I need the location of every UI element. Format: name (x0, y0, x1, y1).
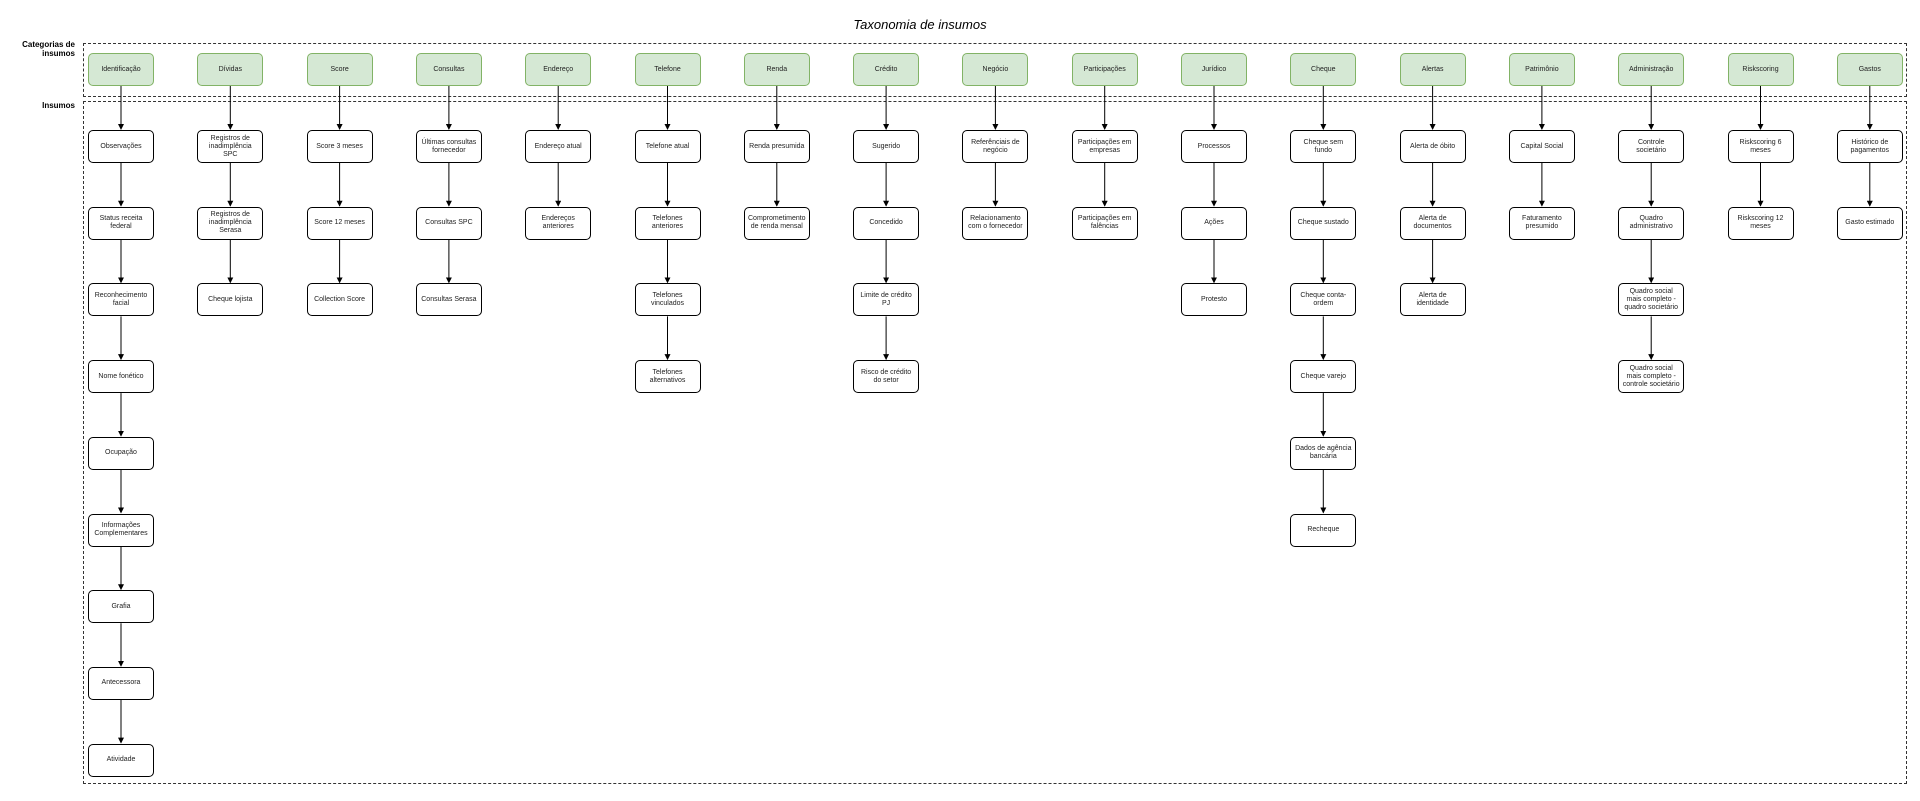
input-score-2: Collection Score (306, 283, 373, 317)
input-participacoes-0: Participações em empresas (1071, 130, 1138, 163)
category-cheque: Cheque (1290, 53, 1357, 86)
input-riskscoring-0: Riskscoring 6 meses (1727, 130, 1794, 163)
category-negocio: Negócio (962, 53, 1029, 86)
input-score-1: Score 12 meses (306, 206, 373, 240)
inputs-row-label: Insumos (42, 101, 75, 110)
input-negocio-1: Relacionamento com o fornecedor (962, 206, 1029, 240)
input-dividas-2: Cheque lojista (197, 283, 264, 317)
input-alertas-0: Alerta de óbito (1399, 130, 1466, 163)
input-cheque-0: Cheque sem fundo (1290, 130, 1357, 163)
categories-row-label: Categorias de insumos (22, 40, 75, 58)
input-telefone-2: Telefones vinculados (634, 283, 701, 317)
input-alertas-2: Alerta de identidade (1399, 283, 1466, 317)
input-administracao-1: Quadro administrativo (1618, 206, 1685, 240)
category-juridico: Jurídico (1181, 53, 1247, 86)
category-credito: Crédito (853, 53, 920, 86)
category-participacoes: Participações (1071, 53, 1138, 86)
input-telefone-3: Telefones alternativos (634, 360, 701, 394)
category-patrimonio: Patrimônio (1508, 53, 1575, 86)
input-participacoes-1: Participações em falências (1071, 206, 1138, 240)
category-identificacao: Identificação (88, 53, 154, 86)
input-identificacao-2: Reconhecimento facial (88, 283, 154, 317)
input-identificacao-8: Atividade (88, 743, 154, 777)
input-alertas-1: Alerta de documentos (1399, 206, 1466, 240)
input-gastos-0: Histórico de pagamentos (1836, 130, 1903, 163)
input-consultas-1: Consultas SPC (415, 206, 482, 240)
input-endereco-0: Endereço atual (525, 130, 592, 163)
input-telefone-1: Telefones anteriores (634, 206, 701, 240)
input-administracao-0: Controle societário (1618, 130, 1685, 163)
input-administracao-3: Quadro social mais completo - controle s… (1618, 360, 1685, 394)
input-dividas-1: Registros de inadimplência Serasa (197, 206, 264, 240)
input-credito-2: Limite de crédito PJ (853, 283, 920, 317)
input-identificacao-1: Status receita federal (88, 206, 154, 240)
input-cheque-5: Recheque (1290, 513, 1357, 547)
category-alertas: Alertas (1399, 53, 1466, 86)
input-credito-3: Risco de crédito do setor (853, 360, 920, 394)
input-gastos-1: Gasto estimado (1836, 206, 1903, 240)
diagram-title: Taxonomia de insumos (853, 17, 987, 32)
input-administracao-2: Quadro social mais completo - quadro soc… (1618, 283, 1685, 317)
category-administracao: Administração (1618, 53, 1685, 86)
category-riskscoring: Riskscoring (1727, 53, 1794, 86)
category-consultas: Consultas (415, 53, 482, 86)
input-identificacao-3: Nome fonético (88, 360, 154, 394)
input-cheque-1: Cheque sustado (1290, 206, 1357, 240)
input-identificacao-4: Ocupação (88, 436, 154, 470)
input-identificacao-6: Grafia (88, 590, 154, 624)
input-score-0: Score 3 meses (306, 130, 373, 163)
category-telefone: Telefone (634, 53, 701, 86)
input-renda-0: Renda presumida (743, 130, 810, 163)
category-dividas: Dívidas (197, 53, 264, 86)
category-score: Score (306, 53, 373, 86)
input-patrimonio-1: Faturamento presumido (1508, 206, 1575, 240)
input-renda-1: Comprometimento de renda mensal (743, 206, 810, 240)
input-consultas-2: Consultas Serasa (415, 283, 482, 317)
input-negocio-0: Referênciais de negócio (962, 130, 1029, 163)
category-endereco: Endereço (525, 53, 592, 86)
input-endereco-1: Endereços anteriores (525, 206, 592, 240)
input-identificacao-5: Informações Complementares (88, 513, 154, 547)
input-juridico-1: Ações (1181, 206, 1247, 240)
input-credito-1: Concedido (853, 206, 920, 240)
input-riskscoring-1: Riskscoring 12 meses (1727, 206, 1794, 240)
input-patrimonio-0: Capital Social (1508, 130, 1575, 163)
category-gastos: Gastos (1836, 53, 1903, 86)
input-credito-0: Sugerido (853, 130, 920, 163)
input-dividas-0: Registros de inadimplência SPC (197, 130, 264, 163)
input-consultas-0: Últimas consultas fornecedor (415, 130, 482, 163)
input-juridico-2: Protesto (1181, 283, 1247, 317)
input-juridico-0: Processos (1181, 130, 1247, 163)
input-cheque-4: Dados de agência bancária (1290, 436, 1357, 470)
input-cheque-3: Cheque varejo (1290, 360, 1357, 394)
input-identificacao-7: Antecessora (88, 666, 154, 700)
category-renda: Renda (743, 53, 810, 86)
input-identificacao-0: Observações (88, 130, 154, 163)
input-telefone-0: Telefone atual (634, 130, 701, 163)
input-cheque-2: Cheque conta-ordem (1290, 283, 1357, 317)
